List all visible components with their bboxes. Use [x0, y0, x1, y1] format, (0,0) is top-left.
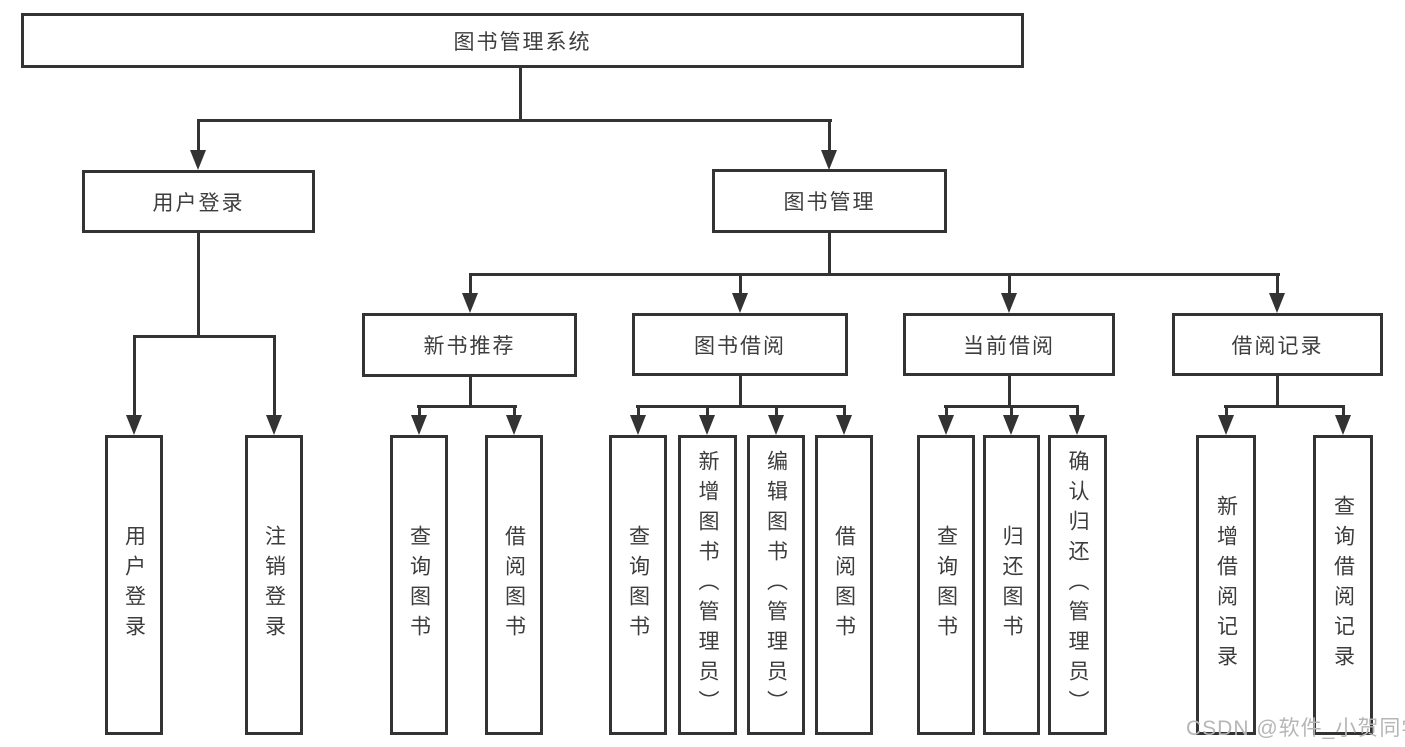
leaf-user-login-label: 用户登录	[122, 525, 146, 645]
connector-line	[1276, 376, 1279, 407]
node-new-book-recommend: 新书推荐	[362, 313, 577, 377]
connector-line	[196, 119, 200, 150]
leaf-newbook-query-books-label: 查询图书	[407, 525, 431, 645]
leaf-add-borrow-record-label: 新增借阅记录	[1214, 495, 1238, 675]
leaf-logout: 注销登录	[245, 435, 303, 735]
arrow-down-icon	[126, 415, 142, 435]
leaf-edit-books-admin: 编辑图书（管理员）	[747, 435, 805, 735]
leaf-newbook-borrow-books: 借阅图书	[485, 435, 543, 735]
arrow-down-icon	[699, 415, 715, 435]
node-borrowing-records-label: 借阅记录	[1231, 334, 1324, 358]
node-current-borrowing-label: 当前借阅	[963, 334, 1055, 358]
node-borrowing-records: 借阅记录	[1172, 313, 1383, 376]
arrow-down-icon	[506, 415, 522, 435]
connector-line	[468, 273, 472, 293]
leaf-add-borrow-record: 新增借阅记录	[1196, 435, 1256, 735]
leaf-newbook-query-books: 查询图书	[390, 435, 448, 735]
arrow-down-icon	[190, 150, 206, 170]
leaf-confirm-return-admin-label: 确认归还（管理员）	[1066, 450, 1089, 720]
connector-line	[1275, 273, 1279, 293]
arrow-down-icon	[836, 415, 852, 435]
connector-line	[1009, 405, 1013, 415]
connector-line	[197, 233, 200, 337]
arrow-down-icon	[266, 415, 282, 435]
connector-line	[738, 273, 742, 293]
node-user-login-label: 用户登录	[152, 191, 245, 215]
arrow-down-icon	[1269, 293, 1285, 313]
node-root-label: 图书管理系统	[453, 30, 592, 54]
node-book-borrowing-label: 图书借阅	[694, 334, 786, 358]
connector-line	[417, 405, 517, 408]
connector-line	[636, 405, 640, 415]
arrow-down-icon	[821, 150, 837, 170]
leaf-current-query-books-label: 查询图书	[934, 525, 958, 645]
arrow-down-icon	[1218, 415, 1234, 435]
connector-line	[132, 335, 136, 415]
node-book-management: 图书管理	[712, 169, 947, 233]
leaf-logout-label: 注销登录	[262, 525, 286, 645]
connector-line	[469, 273, 1280, 276]
leaf-query-borrow-record: 查询借阅记录	[1313, 435, 1373, 735]
connector-line	[197, 119, 832, 122]
leaf-newbook-borrow-books-label: 借阅图书	[502, 525, 526, 645]
leaf-add-books-admin-label: 新增图书（管理员）	[696, 450, 719, 720]
connector-line	[739, 376, 742, 407]
connector-line	[519, 68, 522, 122]
leaf-user-login: 用户登录	[105, 435, 163, 735]
arrow-down-icon	[1001, 293, 1017, 313]
leaf-borrowing-query-books: 查询图书	[609, 435, 667, 735]
connector-line	[842, 405, 846, 415]
leaf-add-books-admin: 新增图书（管理员）	[678, 435, 737, 735]
leaf-current-query-books: 查询图书	[917, 435, 975, 735]
arrow-down-icon	[1335, 415, 1351, 435]
leaf-confirm-return-admin: 确认归还（管理员）	[1048, 435, 1107, 735]
connector-line	[417, 405, 421, 415]
node-root: 图书管理系统	[21, 13, 1024, 68]
leaf-query-borrow-record-label: 查询借阅记录	[1331, 495, 1355, 675]
connector-line	[133, 335, 275, 338]
arrow-down-icon	[768, 415, 784, 435]
node-user-login: 用户登录	[82, 170, 315, 233]
arrow-down-icon	[732, 293, 748, 313]
leaf-return-books: 归还图书	[983, 435, 1040, 735]
connector-line	[636, 405, 846, 408]
connector-line	[944, 405, 948, 415]
arrow-down-icon	[411, 415, 427, 435]
arrow-down-icon	[938, 415, 954, 435]
connector-line	[828, 233, 831, 275]
connector-line	[1008, 376, 1011, 407]
leaf-borrowing-query-books-label: 查询图书	[626, 525, 650, 645]
connector-line	[705, 405, 709, 415]
connector-line	[512, 405, 516, 415]
connector-line	[774, 405, 778, 415]
connector-line	[1224, 405, 1345, 408]
connector-line	[272, 335, 276, 415]
connector-line	[1224, 405, 1228, 415]
node-new-book-recommend-label: 新书推荐	[423, 335, 516, 358]
connector-line	[827, 119, 831, 150]
csdn-watermark: CSDN @软件_小贺同学	[1186, 717, 1405, 740]
leaf-borrowing-borrow-books: 借阅图书	[815, 435, 873, 735]
leaf-borrowing-borrow-books-label: 借阅图书	[832, 525, 856, 645]
connector-line	[1075, 405, 1079, 415]
leaf-edit-books-admin-label: 编辑图书（管理员）	[764, 450, 788, 720]
arrow-down-icon	[1069, 415, 1085, 435]
node-book-management-label: 图书管理	[783, 191, 876, 214]
leaf-return-books-label: 归还图书	[1000, 525, 1023, 645]
connector-line	[1007, 273, 1011, 293]
arrow-down-icon	[462, 293, 478, 313]
arrow-down-icon	[630, 415, 646, 435]
node-book-borrowing: 图书借阅	[632, 313, 848, 376]
connector-line	[469, 377, 472, 407]
arrow-down-icon	[1003, 415, 1019, 435]
node-current-borrowing: 当前借阅	[903, 313, 1115, 376]
connector-line	[1341, 405, 1345, 415]
